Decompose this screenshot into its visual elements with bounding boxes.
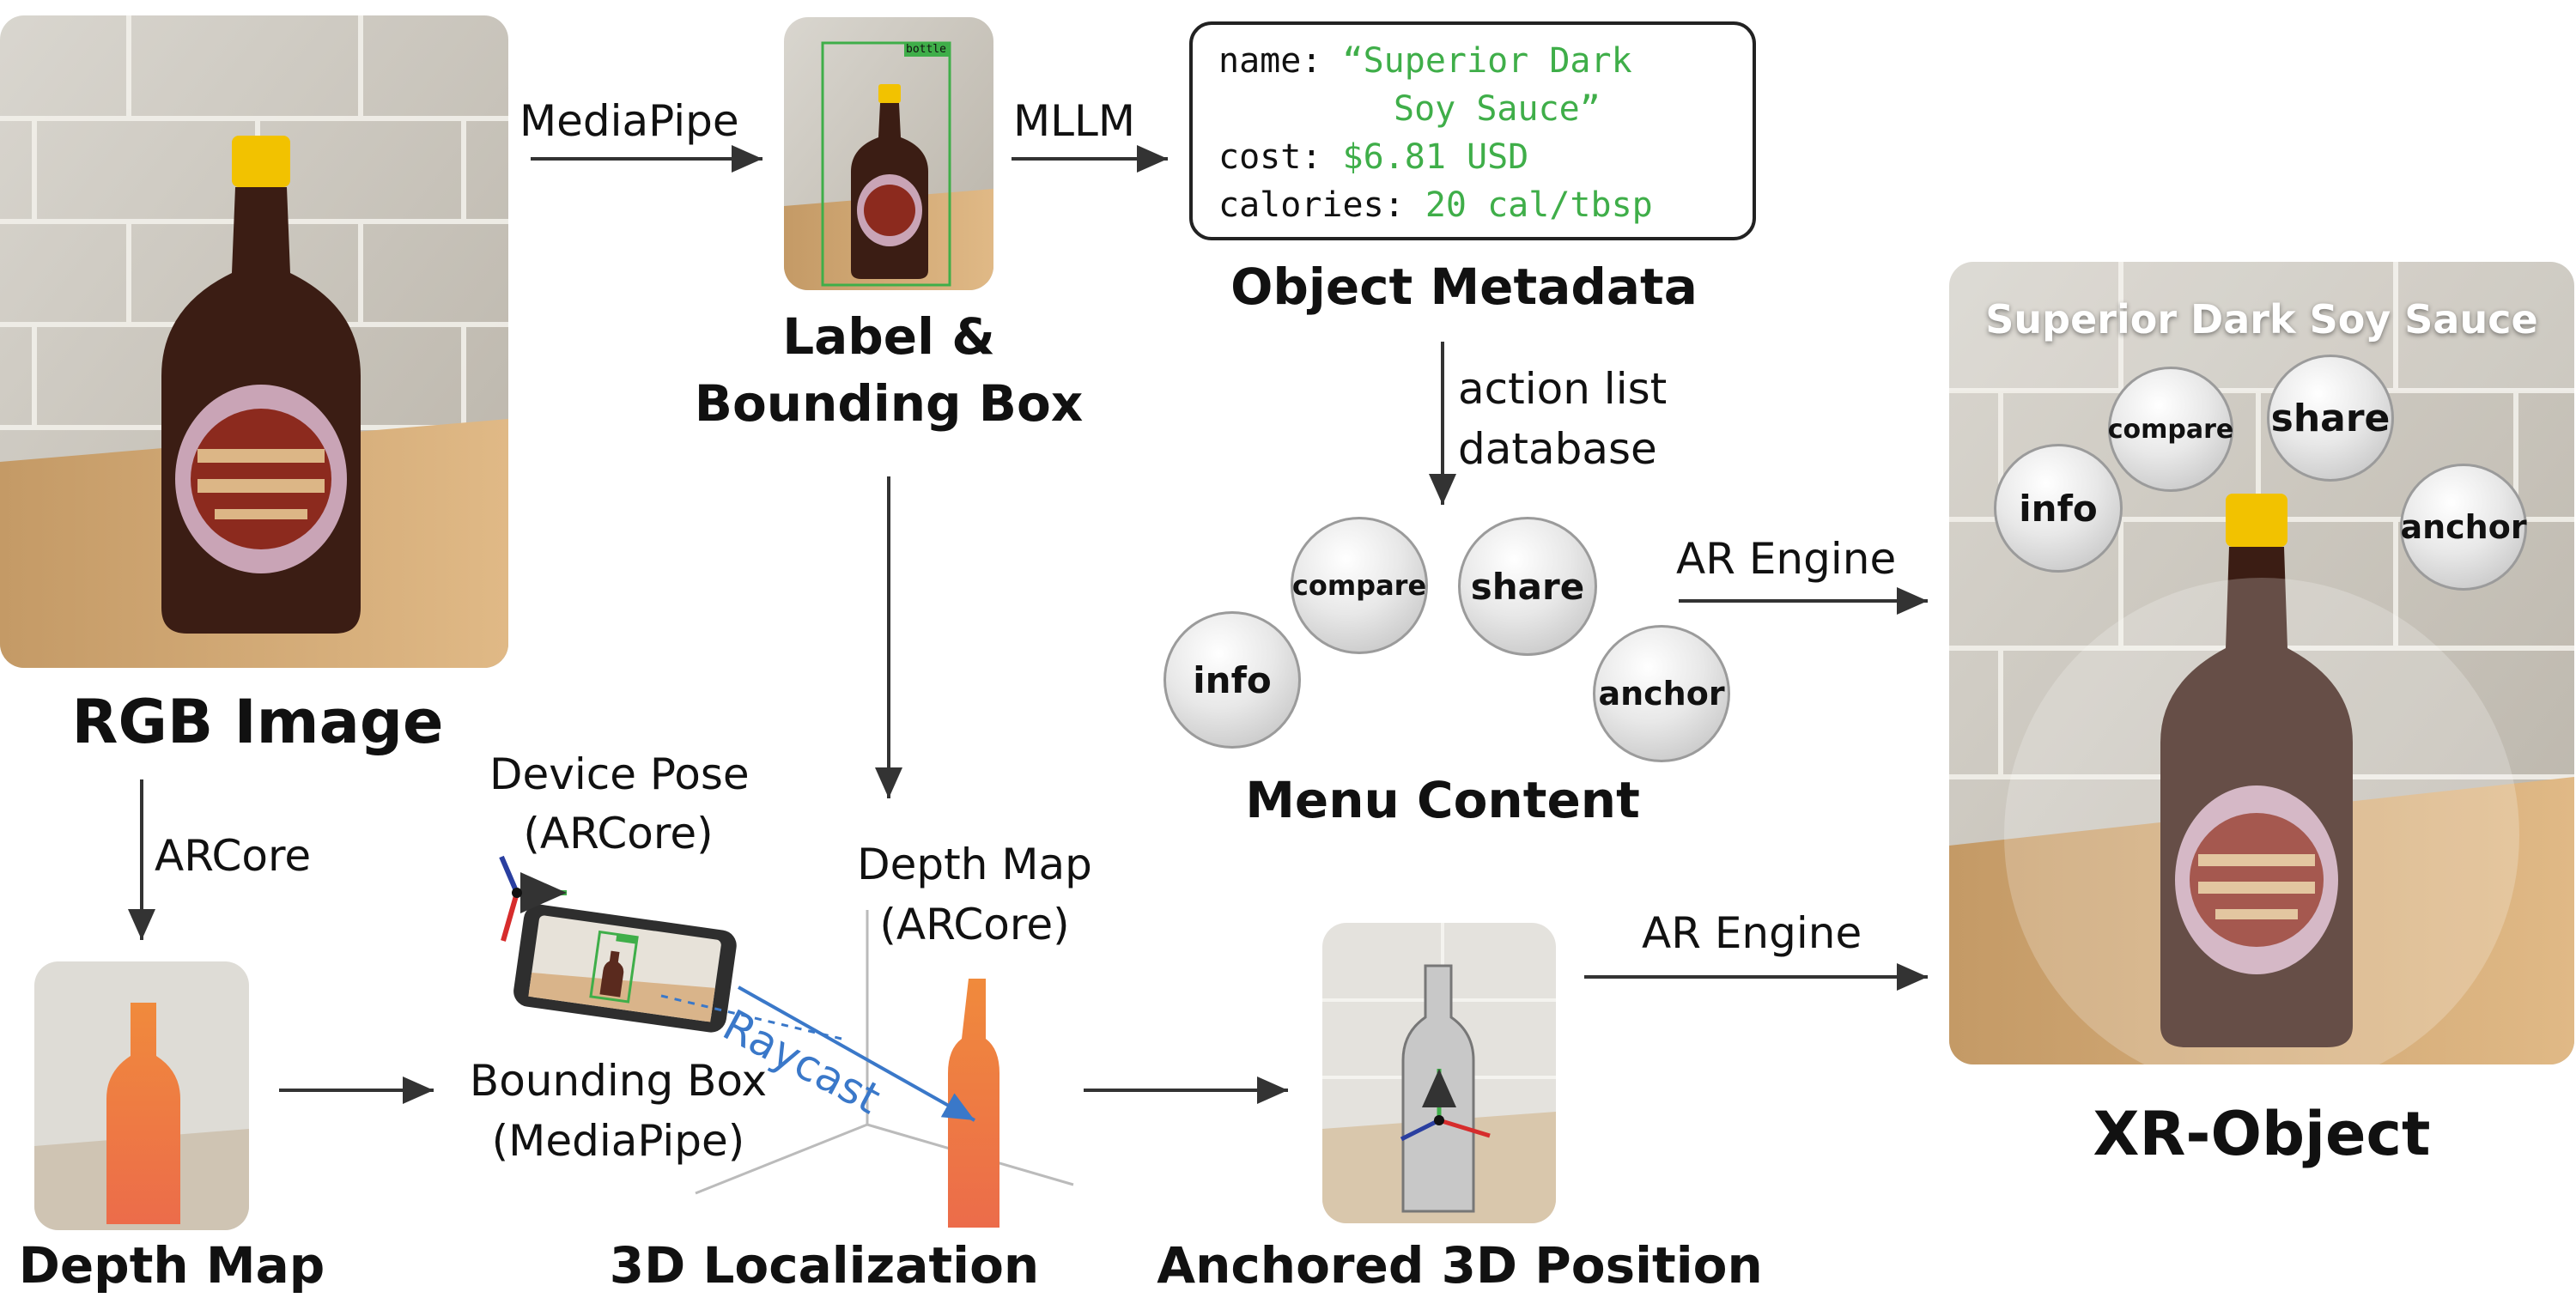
depth-map-arcore-label-line2: (ARCore) [879,900,1070,949]
metadata-name-value-1: “Superior Dark [1342,41,1632,81]
xr-object-title: XR-Object [2093,1099,2431,1169]
menu-compare-button: compare [1291,517,1428,654]
metadata-cost-key: cost: [1218,137,1322,177]
metadata-calories-row: calories: 20 cal/tbsp [1218,181,1727,229]
action-list-label-line1: action list [1458,364,1668,414]
menu-anchor-button: anchor [1593,625,1730,762]
anchor-axis-z [1400,1118,1441,1142]
arcore-label: ARCore [155,831,312,881]
metadata-name-value-2: Soy Sauce” [1394,89,1601,129]
metadata-box: name: “Superior Dark Soy Sauce” cost: $6… [1189,21,1756,240]
metadata-calories-key: calories: [1218,185,1405,225]
anchored-3d-title: Anchored 3D Position [1157,1236,1763,1295]
metadata-name-row-2: Soy Sauce” [1218,85,1727,133]
bbox-tag: bottle [906,43,946,56]
menu-info-button: info [1163,611,1301,749]
ar-engine-bottom-label: AR Engine [1642,908,1862,958]
metadata-calories-value: 20 cal/tbsp [1425,185,1653,225]
bbox-mediapipe-label-line1: Bounding Box [469,1056,768,1106]
xr-compare-button: compare [2108,367,2233,492]
depth-map-image [34,961,249,1230]
label-bbox-image: bottle [784,17,993,290]
depth-map-arcore-label-line1: Depth Map [857,840,1092,889]
localization-scene [499,855,1074,1228]
ar-engine-top-label: AR Engine [1676,534,1897,584]
localization-title: 3D Localization [609,1236,1040,1295]
anchored-3d-image [1322,923,1556,1223]
depth-map-title: Depth Map [18,1236,325,1295]
metadata-name-row: name: “Superior Dark [1218,37,1727,85]
rgb-image-title: RGB Image [71,687,444,757]
object-metadata-title: Object Metadata [1230,258,1698,316]
device-pose-label-line2: (ARCore) [523,809,714,858]
label-bbox-title-line2: Bounding Box [694,374,1084,433]
mllm-label: MLLM [1013,96,1135,146]
metadata-name-key: name: [1218,41,1322,81]
anchor-axis-x [1438,1118,1491,1138]
metadata-cost-row: cost: $6.81 USD [1218,133,1727,181]
bbox-mediapipe-label-line2: (MediaPipe) [491,1116,745,1166]
xr-share-button: share [2267,355,2394,482]
xr-anchor-button: anchor [2400,464,2527,591]
label-bbox-title-line1: Label & [782,307,995,366]
rgb-image [0,15,508,668]
menu-content-title: Menu Content [1245,771,1640,829]
device-pose-label-line1: Device Pose [489,749,750,799]
mediapipe-label: MediaPipe [519,96,739,146]
metadata-cost-value: $6.81 USD [1342,137,1529,177]
device-pose-axis-y [501,892,519,942]
action-list-label-line2: database [1458,424,1657,474]
xr-object-image: Superior Dark Soy Sauce compare share in… [1949,262,2574,1064]
xr-info-button: info [1994,444,2123,573]
device-pose-axis-z [499,855,519,895]
xr-object-label: Superior Dark Soy Sauce [1985,296,2538,343]
menu-share-button: share [1458,517,1597,656]
